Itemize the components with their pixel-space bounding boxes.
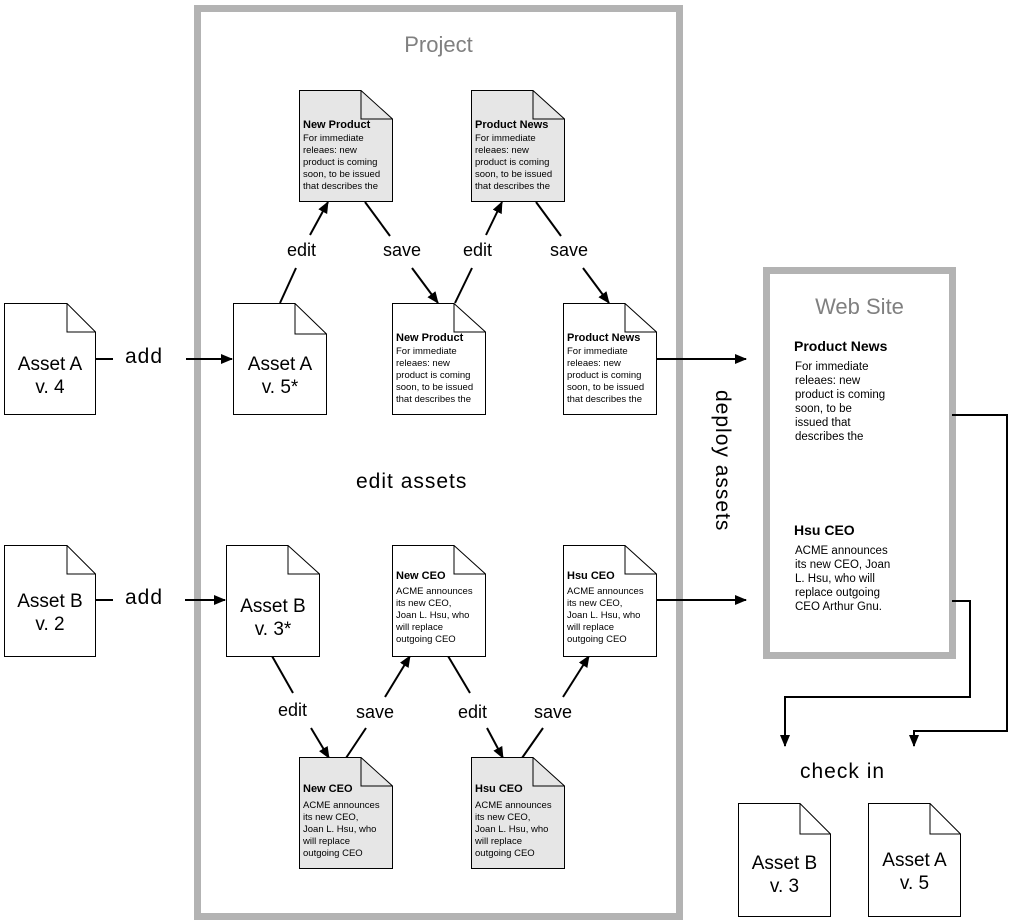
content-document[interactable]: Product News For immediate releaes: new … — [563, 303, 657, 415]
asset-document[interactable]: Asset B v. 3 — [738, 803, 831, 917]
save-arrow — [562, 655, 590, 698]
edit-arrow — [447, 655, 471, 694]
edit-label: edit — [287, 240, 317, 260]
asset-document[interactable]: Asset B v. 2 — [4, 545, 96, 657]
asset-version: v. 4 — [35, 377, 65, 398]
asset-version: v. 3* — [254, 619, 292, 640]
content-document[interactable]: Hsu CEO ACME announces its new CEO, Joan… — [471, 757, 565, 869]
website-item-body: For immediate releaes: new product is co… — [795, 361, 886, 443]
asset-name: Asset A — [247, 354, 313, 375]
document-title: Product News — [475, 119, 549, 131]
asset-version: v. 5 — [899, 873, 930, 894]
document-title: New CEO — [303, 783, 353, 795]
add-label: add — [125, 345, 164, 368]
save-label: save — [534, 702, 573, 722]
checkin-arrow-a — [909, 414, 1008, 747]
edit-arrow — [309, 201, 329, 236]
edit-assets-label: edit assets — [356, 470, 468, 493]
deploy-assets-label: deploy assets — [711, 390, 734, 532]
asset-name: Asset B — [751, 853, 818, 874]
asset-name: Asset B — [240, 596, 306, 617]
content-document[interactable]: New CEO ACME announces its new CEO, Joan… — [392, 545, 486, 657]
document-title: New Product — [396, 332, 464, 344]
document-title: New Product — [303, 119, 371, 131]
website-frame: Web Site Product News For immediate rele… — [763, 267, 956, 659]
asset-document[interactable]: Asset A v. 4 — [4, 303, 96, 415]
website-item-body: ACME announces its new CEO, Joan L. Hsu,… — [795, 545, 891, 613]
save-arrow — [582, 267, 610, 304]
content-document[interactable]: Hsu CEO ACME announces its new CEO, Joan… — [563, 545, 657, 657]
asset-version: v. 3 — [769, 876, 800, 897]
document-body: ACME announces its new CEO, Joan L. Hsu,… — [396, 586, 473, 645]
project-frame: Project — [194, 5, 683, 920]
website-item-title: Hsu CEO — [794, 522, 855, 538]
save-arrow — [411, 267, 439, 304]
document-body: For immediate releaes: new product is co… — [475, 133, 553, 192]
save-arrow — [364, 201, 391, 237]
content-document[interactable]: New CEO ACME announces its new CEO, Joan… — [299, 757, 393, 869]
document-body: ACME announces its new CEO, Joan L. Hsu,… — [567, 586, 644, 645]
save-arrow — [521, 727, 544, 759]
asset-name: Asset B — [17, 591, 83, 612]
content-document[interactable]: New Product For immediate releaes: new p… — [299, 90, 393, 202]
asset-version: v. 5* — [261, 377, 299, 398]
edit-arrow — [279, 267, 297, 304]
document-body: For immediate releaes: new product is co… — [396, 346, 474, 405]
website-item-title: Product News — [794, 338, 888, 354]
asset-document[interactable]: Asset A v. 5 — [868, 803, 961, 917]
document-body: For immediate releaes: new product is co… — [567, 346, 645, 405]
asset-document[interactable]: Asset A v. 5* — [233, 303, 327, 415]
document-title: New CEO — [396, 570, 446, 582]
save-label: save — [550, 240, 589, 260]
website-title: Web Site — [815, 294, 904, 319]
edit-arrow — [486, 727, 504, 759]
edit-label: edit — [463, 240, 493, 260]
document-body: ACME announces its new CEO, Joan L. Hsu,… — [303, 800, 380, 859]
asset-document[interactable]: Asset B v. 3* — [226, 545, 320, 657]
asset-name: Asset A — [17, 354, 83, 375]
check-in-label: check in — [800, 760, 886, 783]
save-label: save — [356, 702, 395, 722]
edit-label: edit — [278, 700, 308, 720]
document-title: Hsu CEO — [475, 783, 523, 795]
edit-label: edit — [458, 702, 488, 722]
document-body: For immediate releaes: new product is co… — [303, 133, 381, 192]
edit-arrow — [485, 201, 503, 236]
edit-arrow — [271, 655, 294, 694]
document-title: Hsu CEO — [567, 570, 615, 582]
content-document[interactable]: New Product For immediate releaes: new p… — [392, 303, 486, 415]
checkin-arrow-b — [780, 600, 971, 747]
save-arrow — [535, 201, 562, 237]
asset-name: Asset A — [882, 850, 947, 871]
save-arrow — [345, 727, 367, 759]
edit-arrow — [310, 727, 330, 759]
document-body: ACME announces its new CEO, Joan L. Hsu,… — [475, 800, 552, 859]
asset-version: v. 2 — [35, 614, 65, 635]
save-label: save — [383, 240, 422, 260]
edit-arrow — [454, 267, 473, 304]
content-document[interactable]: Product News For immediate releaes: new … — [471, 90, 565, 202]
save-arrow — [384, 655, 411, 698]
project-title: Project — [404, 32, 473, 57]
add-label: add — [125, 586, 164, 609]
document-title: Product News — [567, 332, 641, 344]
